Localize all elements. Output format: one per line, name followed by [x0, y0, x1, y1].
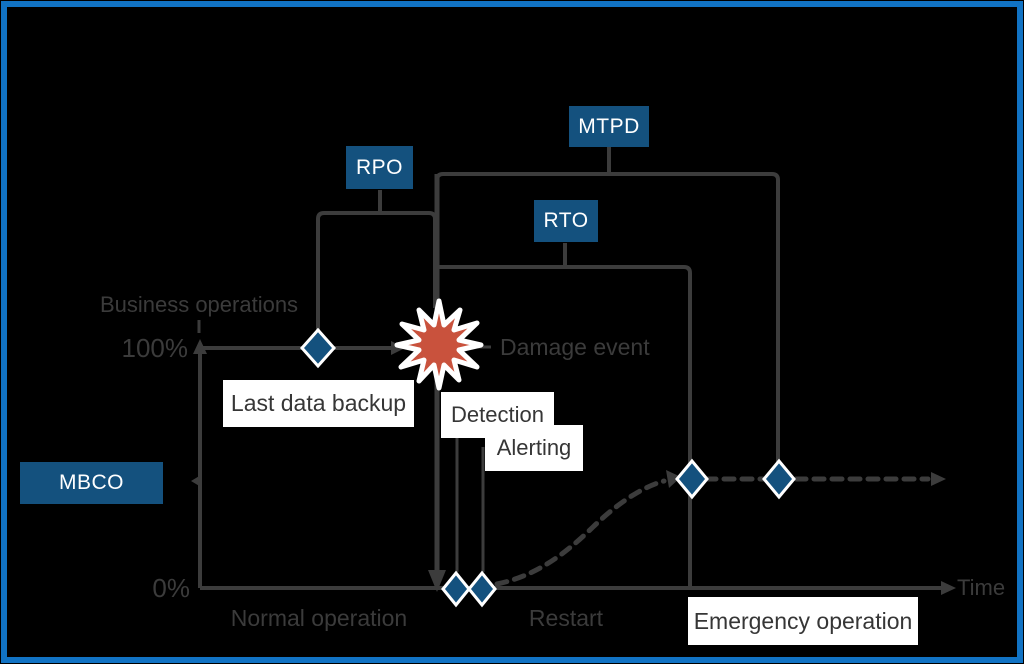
axis-0-percent-label: 0%: [152, 572, 190, 603]
mtpd-chip: MTPD: [569, 106, 649, 147]
normal-operation-label: Normal operation: [230, 605, 408, 631]
damage-starburst-icon: [394, 298, 484, 391]
rto-chip: RTO: [534, 200, 598, 242]
alerting-label: Alerting: [485, 425, 583, 471]
last-data-backup-label: Last data backup: [223, 380, 414, 427]
detection-diamond: [441, 570, 471, 608]
rto-diamond: [675, 458, 709, 500]
damage-event-arrowhead: [428, 570, 446, 592]
recovery-curve: [494, 478, 667, 587]
y-axis-arrowhead: [193, 339, 207, 354]
last-backup-diamond: [299, 327, 337, 369]
emergency-plateau-arrowhead: [931, 472, 946, 486]
axis-100-percent-label: 100%: [121, 332, 189, 363]
alerting-diamond: [467, 570, 497, 608]
damage-event-label: Damage event: [500, 333, 650, 360]
operations-arrowhead: [391, 341, 405, 355]
mtpd-diamond: [762, 458, 796, 500]
recovery-curve-arrowhead: [666, 470, 681, 488]
business-operations-label: Business operations: [99, 292, 299, 317]
mbco-level-tick: [191, 475, 201, 487]
restart-label: Restart: [528, 605, 604, 631]
time-axis-label: Time: [957, 575, 1006, 600]
x-axis-arrowhead: [941, 581, 956, 595]
emergency-operation-label: Emergency operation: [688, 597, 918, 645]
rto-bracket-line: [437, 243, 692, 588]
rpo-chip: RPO: [346, 146, 413, 189]
mbco-chip: MBCO: [20, 462, 163, 504]
